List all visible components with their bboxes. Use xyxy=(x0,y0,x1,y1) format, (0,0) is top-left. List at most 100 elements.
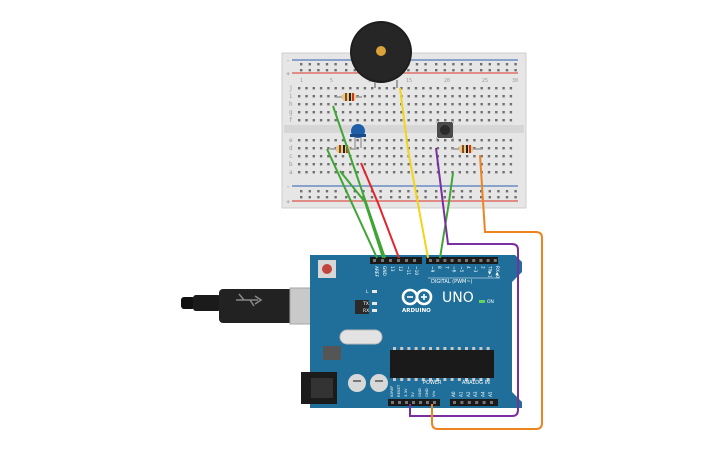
breadboard-hole[interactable] xyxy=(495,147,498,150)
breadboard-hole[interactable] xyxy=(451,103,454,106)
breadboard-hole[interactable] xyxy=(298,147,301,150)
rail-hole[interactable] xyxy=(424,196,427,199)
breadboard-hole[interactable] xyxy=(312,95,315,98)
breadboard-hole[interactable] xyxy=(400,171,403,174)
breadboard-hole[interactable] xyxy=(378,103,381,106)
breadboard-hole[interactable] xyxy=(487,147,491,150)
breadboard-hole[interactable] xyxy=(465,139,469,142)
breadboard-hole[interactable] xyxy=(480,95,483,98)
breadboard-hole[interactable] xyxy=(385,87,388,90)
breadboard-hole[interactable] xyxy=(495,155,498,158)
rail-hole[interactable] xyxy=(497,190,500,193)
breadboard-hole[interactable] xyxy=(341,87,345,90)
breadboard-hole[interactable] xyxy=(436,95,440,98)
breadboard-hole[interactable] xyxy=(385,95,388,98)
breadboard-hole[interactable] xyxy=(305,163,308,166)
breadboard-hole[interactable] xyxy=(422,163,425,166)
rail-hole[interactable] xyxy=(415,190,419,193)
breadboard-hole[interactable] xyxy=(458,95,461,98)
breadboard-hole[interactable] xyxy=(451,147,454,150)
breadboard-hole[interactable] xyxy=(319,147,323,150)
wire-green[interactable] xyxy=(339,170,384,259)
breadboard-hole[interactable] xyxy=(480,103,483,106)
rail-hole[interactable] xyxy=(469,196,472,199)
breadboard-hole[interactable] xyxy=(473,95,476,98)
breadboard-hole[interactable] xyxy=(444,155,447,158)
breadboard-hole[interactable] xyxy=(502,87,505,90)
breadboard-hole[interactable] xyxy=(341,155,345,158)
breadboard-hole[interactable] xyxy=(509,87,513,90)
rail-hole[interactable] xyxy=(415,69,419,72)
breadboard-hole[interactable] xyxy=(429,155,432,158)
rail-hole[interactable] xyxy=(334,69,337,72)
breadboard-hole[interactable] xyxy=(298,171,301,174)
header-pin[interactable] xyxy=(398,401,401,404)
breadboard-hole[interactable] xyxy=(378,87,381,90)
breadboard-hole[interactable] xyxy=(436,87,440,90)
breadboard-hole[interactable] xyxy=(429,103,432,106)
breadboard-hole[interactable] xyxy=(451,111,454,114)
breadboard-hole[interactable] xyxy=(480,87,483,90)
breadboard-hole[interactable] xyxy=(473,139,476,142)
breadboard-hole[interactable] xyxy=(327,171,330,174)
breadboard-hole[interactable] xyxy=(327,95,330,98)
breadboard-hole[interactable] xyxy=(305,95,308,98)
breadboard-hole[interactable] xyxy=(356,119,359,122)
breadboard-hole[interactable] xyxy=(509,111,513,114)
breadboard-hole[interactable] xyxy=(392,163,396,166)
rail-hole[interactable] xyxy=(443,69,446,72)
rail-hole[interactable] xyxy=(379,190,382,193)
breadboard-hole[interactable] xyxy=(502,119,505,122)
blue-led[interactable] xyxy=(350,124,366,148)
breadboard-hole[interactable] xyxy=(371,155,374,158)
breadboard-hole[interactable] xyxy=(429,147,432,150)
breadboard-hole[interactable] xyxy=(400,87,403,90)
breadboard-hole[interactable] xyxy=(429,87,432,90)
breadboard-hole[interactable] xyxy=(473,119,476,122)
breadboard-hole[interactable] xyxy=(473,163,476,166)
breadboard-hole[interactable] xyxy=(334,87,337,90)
breadboard-hole[interactable] xyxy=(407,95,410,98)
breadboard-hole[interactable] xyxy=(298,103,301,106)
breadboard-hole[interactable] xyxy=(363,163,367,166)
breadboard-hole[interactable] xyxy=(495,87,498,90)
breadboard-hole[interactable] xyxy=(487,139,491,142)
breadboard-hole[interactable] xyxy=(378,163,381,166)
arduino-uno-board[interactable]: ARDUINO UNO L TX RX ON DIGITAL (PWM~) AR… xyxy=(181,255,522,408)
breadboard-hole[interactable] xyxy=(392,147,396,150)
rail-hole[interactable] xyxy=(334,196,337,199)
breadboard-hole[interactable] xyxy=(495,119,498,122)
breadboard-hole[interactable] xyxy=(327,87,330,90)
rail-hole[interactable] xyxy=(480,63,483,66)
rail-hole[interactable] xyxy=(452,69,455,72)
breadboard-hole[interactable] xyxy=(378,119,381,122)
breadboard-hole[interactable] xyxy=(356,171,359,174)
breadboard-hole[interactable] xyxy=(371,119,374,122)
breadboard-hole[interactable] xyxy=(349,171,352,174)
breadboard-hole[interactable] xyxy=(385,147,388,150)
breadboard-hole[interactable] xyxy=(392,155,396,158)
breadboard-hole[interactable] xyxy=(371,103,374,106)
breadboard-hole[interactable] xyxy=(312,171,315,174)
rail-hole[interactable] xyxy=(460,196,464,199)
rail-hole[interactable] xyxy=(435,69,438,72)
breadboard-hole[interactable] xyxy=(349,111,352,114)
header-pin[interactable] xyxy=(486,259,490,262)
breadboard-hole[interactable] xyxy=(451,155,454,158)
header-pin[interactable] xyxy=(490,401,493,404)
breadboard-hole[interactable] xyxy=(444,171,447,174)
rail-hole[interactable] xyxy=(325,69,329,72)
breadboard-hole[interactable] xyxy=(319,119,323,122)
breadboard-hole[interactable] xyxy=(451,139,454,142)
breadboard-hole[interactable] xyxy=(305,147,308,150)
rail-hole[interactable] xyxy=(469,63,472,66)
breadboard-hole[interactable] xyxy=(400,155,403,158)
breadboard-hole[interactable] xyxy=(378,171,381,174)
breadboard-hole[interactable] xyxy=(495,139,498,142)
header-pin[interactable] xyxy=(412,401,415,404)
breadboard-hole[interactable] xyxy=(509,163,513,166)
header-pin[interactable] xyxy=(426,401,429,404)
rail-hole[interactable] xyxy=(497,69,500,72)
header-pin[interactable] xyxy=(453,401,456,404)
breadboard-hole[interactable] xyxy=(356,163,359,166)
